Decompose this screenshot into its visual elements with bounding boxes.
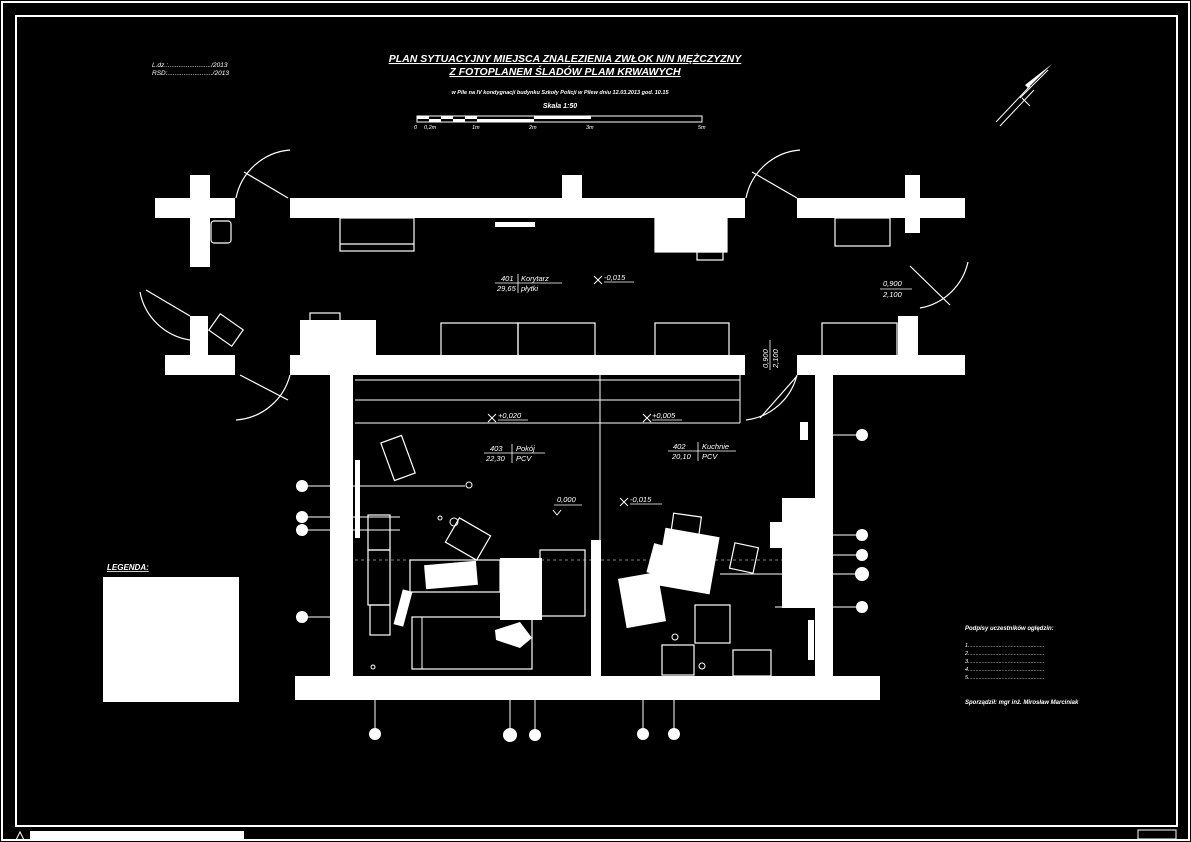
ref-line-1: L.dz.:......................../2013 <box>152 62 228 69</box>
room-label-kitchen: 402 Kuchnie 20,10 PCV <box>668 442 736 461</box>
door-dimension-vertical: 0,900 2,100 <box>761 340 780 370</box>
level-mark-kitchen-floor: -0,015 <box>619 495 662 507</box>
room-label-room: 403 Pokój 22,30 PCV <box>484 444 545 463</box>
corridor-furniture <box>207 217 898 357</box>
svg-text:0,900: 0,900 <box>761 348 770 368</box>
svg-text:-0,015: -0,015 <box>630 495 652 504</box>
level-mark-room: +0,020 <box>487 411 528 423</box>
signatures-block: Podpisy uczestników oględzin: 1.........… <box>964 626 1079 706</box>
legend-title: LEGENDA: <box>107 563 149 572</box>
svg-text:PCV: PCV <box>516 454 532 463</box>
signature-line-1: 1.......................................… <box>965 643 1044 649</box>
legend-box <box>103 577 239 702</box>
title-strip <box>30 831 244 839</box>
svg-text:2,100: 2,100 <box>882 290 903 299</box>
inner-frame <box>15 15 1178 827</box>
signature-line-4: 4.......................................… <box>965 667 1044 673</box>
svg-text:29,65: 29,65 <box>496 284 517 293</box>
svg-text:20,10: 20,10 <box>671 452 692 461</box>
signature-line-3: 3.......................................… <box>965 659 1044 665</box>
svg-text:płytki: płytki <box>520 284 538 293</box>
scale-tick-02: 0,2m <box>424 125 437 131</box>
corner-mark-icon <box>15 830 25 841</box>
svg-text:0,000: 0,000 <box>557 495 577 504</box>
svg-text:0,900: 0,900 <box>883 279 903 288</box>
scale-tick-0: 0 <box>414 125 418 131</box>
scale-tick-3: 3m <box>586 125 594 131</box>
signatures-title: Podpisy uczestników oględzin: <box>965 626 1054 632</box>
level-mark-zero: 0,000 <box>552 495 582 516</box>
level-mark-corridor: -0,015 <box>593 273 634 285</box>
ref-line-2: RSD:........................./2013 <box>152 70 229 77</box>
signature-line-2: 2.......................................… <box>964 651 1044 657</box>
plan-subtitle: w Pile na IV kondygnacji budynku Szkoły … <box>451 90 669 96</box>
room-walls <box>295 370 880 700</box>
svg-text:+0,005: +0,005 <box>652 411 676 420</box>
door-swings <box>139 149 969 421</box>
title-strip-right <box>1137 829 1177 840</box>
svg-text:PCV: PCV <box>702 452 718 461</box>
scale-tick-1: 1m <box>472 125 480 131</box>
svg-text:22,30: 22,30 <box>485 454 506 463</box>
room-label-corridor: 401 Korytarz 29,65 płytki <box>495 274 562 293</box>
svg-text:+0,020: +0,020 <box>498 411 522 420</box>
door-dimension-right: 0,900 2,100 <box>880 279 912 299</box>
scale-tick-5: 5m <box>698 125 706 131</box>
level-mark-kitchen: +0,005 <box>642 411 682 423</box>
corridor-walls <box>155 175 965 375</box>
signature-line-5: 5.......................................… <box>965 675 1044 681</box>
svg-text:Pokój: Pokój <box>516 444 535 453</box>
svg-text:403: 403 <box>490 444 503 453</box>
north-arrow-icon <box>995 64 1052 127</box>
svg-text:Kuchnie: Kuchnie <box>702 442 729 451</box>
photo-markers <box>296 429 869 742</box>
room-interior <box>355 375 815 670</box>
svg-text:Korytarz: Korytarz <box>521 274 549 283</box>
scale-label: Skala 1:50 <box>543 103 577 110</box>
plan-title-line-2: Z FOTOPLANEM ŚLADÓW PLAM KRWAWYCH <box>448 65 681 78</box>
plan-title-line-1: PLAN SYTUACYJNY MIEJSCA ZNALEZIENIA ZWŁO… <box>389 52 743 65</box>
svg-text:401: 401 <box>501 274 514 283</box>
svg-text:-0,015: -0,015 <box>604 273 626 282</box>
svg-text:2,100: 2,100 <box>771 348 780 369</box>
kitchen-interior <box>617 512 814 677</box>
scale-bar: 0 0,2m 1m 2m 3m 5m <box>414 115 706 131</box>
scale-tick-2: 2m <box>528 125 537 131</box>
svg-text:402: 402 <box>673 442 686 451</box>
author-line: Sporządził: mgr inż. Mirosław Marciniak <box>965 700 1079 706</box>
